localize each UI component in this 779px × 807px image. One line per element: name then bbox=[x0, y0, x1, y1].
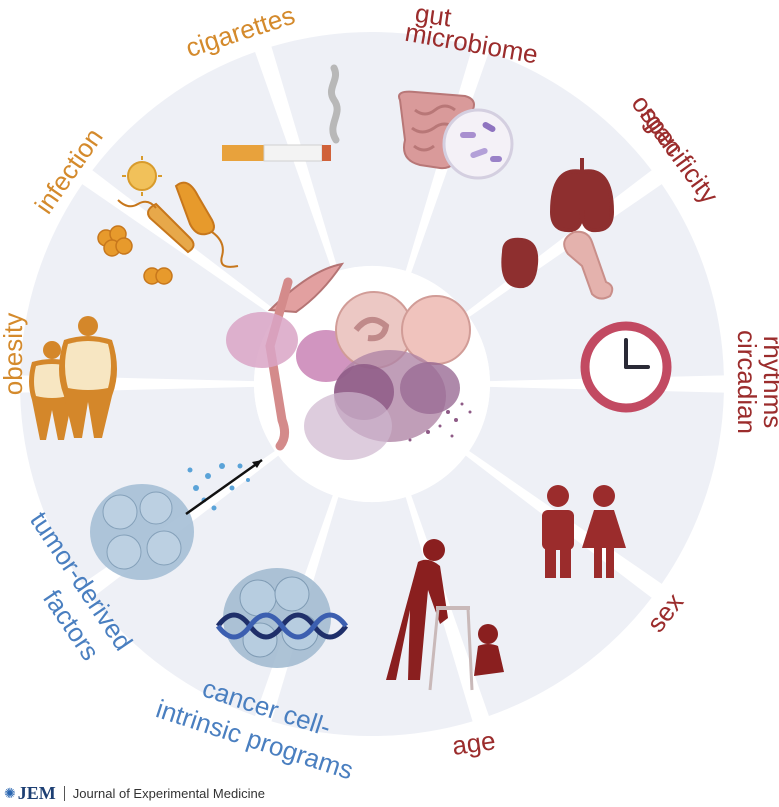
gut-microbiome-icon bbox=[398, 90, 514, 180]
journal-logo-text: JEM bbox=[17, 782, 56, 803]
label-gut: gut bbox=[413, 0, 454, 33]
cigarette-icon bbox=[222, 64, 341, 162]
footer-divider bbox=[63, 785, 65, 801]
journal-footer: ✺ JEM Journal of Experimental Medicine bbox=[4, 782, 265, 804]
tumor-cells-icon bbox=[90, 458, 263, 580]
label-rhythms: rhythms bbox=[758, 336, 779, 428]
journal-logo-icon: ✺ bbox=[4, 784, 16, 801]
segment-circadian-rhythms bbox=[469, 386, 724, 584]
segment-infection bbox=[92, 51, 333, 313]
obesity-icon bbox=[29, 316, 117, 440]
sex-icon bbox=[542, 485, 626, 578]
infection-icon bbox=[97, 156, 239, 285]
label-obesity: obesity bbox=[0, 313, 28, 395]
label-sex: sex bbox=[641, 587, 690, 637]
factor-arrow bbox=[185, 458, 263, 516]
label-circadian: circadian bbox=[732, 330, 762, 434]
organ-icon bbox=[501, 158, 614, 300]
clock-icon bbox=[580, 321, 672, 413]
label-age: age bbox=[450, 725, 497, 761]
label-specificity: specificity bbox=[634, 100, 725, 209]
cancer-cell-dna-icon bbox=[215, 568, 349, 668]
journal-name: Journal of Experimental Medicine bbox=[72, 785, 265, 801]
segment-age bbox=[271, 497, 473, 737]
age-icon bbox=[386, 539, 504, 691]
immune-cell-cluster bbox=[226, 262, 472, 460]
